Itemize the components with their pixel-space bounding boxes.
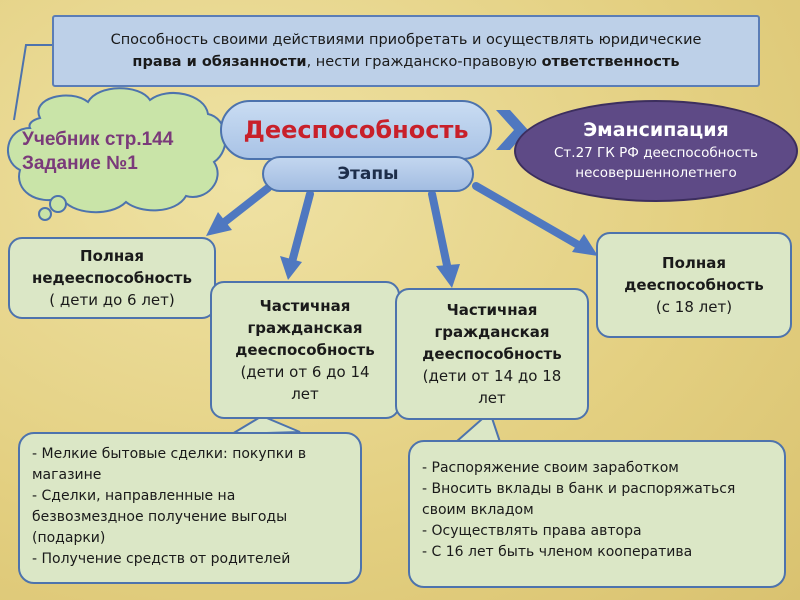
stages-label: Этапы (262, 156, 474, 192)
cloud-line-2: Задание №1 (22, 153, 138, 174)
note-left-1: - Мелкие бытовые сделки: покупки в магаз… (32, 446, 307, 483)
definition-text-1: Способность своими действиями приобретат… (110, 32, 702, 48)
stage-3-title-3: дееспособность (422, 345, 562, 363)
emancipation-oval: Эмансипация Ст.27 ГК РФ дееспособность н… (514, 100, 798, 202)
note-right-2: - Вносить вклады в банк и распоряжаться … (422, 481, 736, 518)
stage-3-detail-2: лет (478, 389, 506, 407)
stage-1-title-2: недееспособность (32, 269, 192, 287)
emancipation-title: Эмансипация (583, 119, 729, 141)
stage-2-title-2: гражданская (247, 319, 363, 337)
cloud-label: Учебник стр.144 Задание №1 (22, 128, 212, 176)
stage-1-detail: ( дети до 6 лет) (49, 291, 175, 309)
stage-3-title-1: Частичная (446, 301, 538, 319)
stage-4-detail: (с 18 лет) (655, 298, 733, 316)
stage-3-title-2: гражданская (434, 323, 550, 341)
main-concept: Дееспособность (220, 100, 492, 160)
stage-3-detail-1: (дети от 14 до 18 (422, 367, 562, 385)
note-left-2: - Сделки, направленные на безвозмездное … (32, 488, 288, 546)
stage-2-detail-2: лет (291, 385, 319, 403)
emancipation-line-1: Ст.27 ГК РФ дееспособность (553, 145, 758, 161)
stage-arrowheads (206, 212, 598, 288)
stage-partial-6-14: Частичная гражданская дееспособность (де… (210, 281, 400, 419)
cloud-shape (7, 87, 227, 221)
note-left-3: - Получение средств от родителей (32, 551, 291, 567)
stage-4-title-1: Полная (662, 254, 726, 272)
stage-2-title-3: дееспособность (235, 341, 375, 359)
notes-partial-14-18: - Распоряжение своим заработком - Вносит… (408, 440, 786, 588)
stage-partial-14-18: Частичная гражданская дееспособность (де… (395, 288, 589, 420)
definition-text-2: , нести гражданско-правовую (306, 54, 542, 70)
definition-box: Способность своими действиями приобретат… (52, 15, 760, 87)
cloud-line-1: Учебник стр.144 (22, 129, 174, 150)
definition-bold-1: права и обязанности (132, 54, 307, 70)
stage-full-capacity: Полная дееспособность (с 18 лет) (596, 232, 792, 338)
stage-4-title-2: дееспособность (624, 276, 764, 294)
bracket-line (13, 44, 52, 121)
stage-2-title-1: Частичная (259, 297, 351, 315)
stage-1-title-1: Полная (80, 247, 144, 265)
emancipation-line-2: несовершеннолетнего (575, 165, 737, 181)
chevron-right-icon (496, 110, 528, 150)
note-right-3: - Осуществлять права автора (422, 523, 642, 539)
note-right-1: - Распоряжение своим заработком (422, 460, 679, 476)
definition-bold-2: ответственность (541, 54, 680, 70)
stage-2-detail-1: (дети от 6 до 14 (240, 363, 370, 381)
stage-full-incapacity: Полная недееспособность ( дети до 6 лет) (8, 237, 216, 319)
note-right-4: - С 16 лет быть членом кооператива (422, 544, 693, 560)
stage-arrows (218, 182, 584, 274)
notes-partial-6-14: - Мелкие бытовые сделки: покупки в магаз… (18, 432, 362, 584)
